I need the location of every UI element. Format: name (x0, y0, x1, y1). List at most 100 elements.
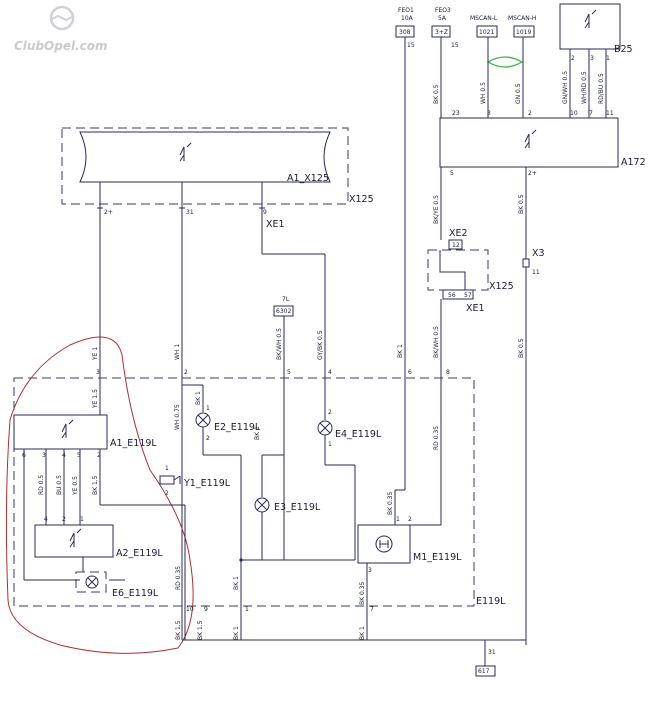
e119l-housing (13, 377, 475, 607)
svg-text:2: 2 (97, 452, 101, 459)
a2-e119l-module: A2_E119L 4 2 1 (34, 516, 163, 559)
svg-text:XE2: XE2 (449, 228, 468, 239)
ground-bus: 31 617 (182, 639, 526, 677)
svg-text:WH 0.5: WH 0.5 (480, 82, 487, 104)
svg-text:10: 10 (570, 110, 578, 117)
svg-text:Y1_E119L: Y1_E119L (183, 478, 231, 489)
svg-text:BK 0.5: BK 0.5 (518, 194, 525, 214)
svg-text:YE 1.5: YE 1.5 (92, 389, 99, 409)
svg-text:E2_E119L: E2_E119L (214, 422, 261, 433)
svg-text:10A: 10A (401, 15, 414, 22)
terminal-7l: 7L 6302 (273, 296, 294, 560)
svg-text:2: 2 (184, 369, 188, 376)
svg-text:XE1: XE1 (266, 219, 285, 230)
svg-text:BK/WH 0.5: BK/WH 0.5 (276, 328, 283, 360)
svg-text:1: 1 (206, 405, 210, 412)
svg-text:BK 1.5: BK 1.5 (197, 620, 204, 640)
svg-text:BK 0.5: BK 0.5 (518, 338, 525, 358)
svg-text:A172: A172 (621, 157, 646, 168)
e3-lamp-icon: E3_E119L (239, 454, 355, 562)
svg-text:31: 31 (186, 209, 194, 216)
svg-text:BK 1: BK 1 (233, 626, 240, 640)
svg-text:GN 0.5: GN 0.5 (515, 83, 522, 104)
svg-text:X125: X125 (489, 281, 514, 292)
svg-text:1: 1 (80, 516, 84, 523)
svg-text:BK 1: BK 1 (397, 344, 404, 358)
svg-text:2+: 2+ (528, 170, 537, 177)
svg-text:E6_E119L: E6_E119L (112, 588, 159, 599)
twisted-pair-can (486, 56, 524, 68)
a172-module: A172 23 3 2 10 7 11 5 2+ (439, 110, 646, 177)
svg-text:MSCAN-L: MSCAN-L (470, 15, 498, 22)
svg-text:GN/WH 0.5: GN/WH 0.5 (562, 71, 569, 104)
svg-text:1: 1 (328, 441, 332, 448)
svg-text:BK/YE 0.5: BK/YE 0.5 (433, 195, 440, 224)
svg-text:YE 0.5: YE 0.5 (72, 476, 79, 496)
svg-text:BK 1: BK 1 (195, 391, 202, 405)
svg-text:RD 0.5: RD 0.5 (38, 475, 45, 495)
watermark-logo-icon (49, 5, 75, 31)
e4-lamp-icon: 2 1 E4_E119L (317, 409, 382, 560)
m1-motor: M1_E119L 1 2 3 (357, 489, 462, 640)
svg-text:617: 617 (478, 668, 490, 675)
svg-text:BK 1: BK 1 (359, 626, 366, 640)
svg-text:RD 0.35: RD 0.35 (433, 426, 440, 450)
svg-text:31: 31 (488, 649, 496, 656)
svg-text:10: 10 (186, 606, 194, 613)
svg-text:E3_E119L: E3_E119L (274, 502, 321, 513)
e6-lamp-icon (75, 571, 107, 593)
a1-x125-module: A1_X125 X125 2+ 31 9 XE1 (61, 127, 374, 230)
watermark: ClubOpel.com (14, 39, 108, 53)
svg-text:WH/RD 0.5: WH/RD 0.5 (581, 71, 588, 104)
svg-text:5: 5 (450, 170, 454, 177)
svg-text:BK 1: BK 1 (233, 576, 240, 590)
x125-wires (97, 182, 326, 640)
svg-text:1: 1 (245, 606, 249, 613)
svg-text:2: 2 (571, 55, 575, 62)
svg-text:FEO1: FEO1 (398, 7, 414, 14)
svg-text:23: 23 (452, 110, 460, 117)
svg-text:5A: 5A (438, 15, 447, 22)
highlight-outline (5, 336, 194, 654)
svg-text:A2_E119L: A2_E119L (116, 548, 163, 559)
svg-text:2: 2 (408, 516, 412, 523)
svg-text:RD/BU 0.5: RD/BU 0.5 (598, 73, 605, 104)
svg-text:3: 3 (42, 452, 46, 459)
svg-text:1: 1 (396, 516, 400, 523)
svg-text:3: 3 (368, 567, 372, 574)
fuse-feo3: FEO3 5A 3+Z 15 (431, 7, 459, 49)
a1-e119l-module: A1_E119L 6 3 4 5 2 (13, 414, 157, 459)
svg-text:BK 0.35: BK 0.35 (387, 492, 394, 516)
svg-text:BU 0.5: BU 0.5 (56, 475, 63, 495)
svg-text:3: 3 (590, 55, 594, 62)
svg-text:A1_X125: A1_X125 (287, 173, 329, 184)
svg-text:X3: X3 (532, 248, 545, 259)
svg-text:8: 8 (446, 369, 450, 376)
svg-text:56: 56 (448, 292, 456, 299)
svg-text:M1_E119L: M1_E119L (413, 552, 462, 563)
svg-text:BK 0.35: BK 0.35 (359, 582, 366, 606)
y1-actuator: 1 2 Y1_E119L (159, 385, 231, 497)
svg-text:1019: 1019 (516, 29, 531, 36)
x3-connector: X3 11 (522, 248, 545, 276)
svg-text:6: 6 (408, 369, 412, 376)
svg-text:2+: 2+ (104, 209, 113, 216)
svg-text:BK 0.5: BK 0.5 (433, 84, 440, 104)
svg-text:2: 2 (528, 110, 532, 117)
svg-text:WH 1: WH 1 (174, 344, 181, 360)
svg-text:7L: 7L (282, 296, 290, 303)
svg-text:12: 12 (452, 242, 460, 249)
svg-text:BK 1.5: BK 1.5 (92, 475, 99, 495)
svg-text:2: 2 (206, 435, 210, 442)
svg-text:5: 5 (77, 452, 81, 459)
terminal-mscan-h: MSCAN-H 1019 (508, 15, 536, 38)
b25-module: B25 2 3 1 (559, 3, 633, 62)
svg-text:B25: B25 (614, 44, 633, 55)
svg-text:X125: X125 (349, 194, 374, 205)
svg-text:GY/BK 0.5: GY/BK 0.5 (317, 330, 324, 360)
svg-text:MSCAN-H: MSCAN-H (508, 15, 536, 22)
svg-text:BK/WH 0.5: BK/WH 0.5 (433, 326, 440, 358)
svg-text:1: 1 (165, 465, 169, 472)
svg-text:BK 1.5: BK 1.5 (175, 620, 182, 640)
svg-text:5: 5 (287, 369, 291, 376)
